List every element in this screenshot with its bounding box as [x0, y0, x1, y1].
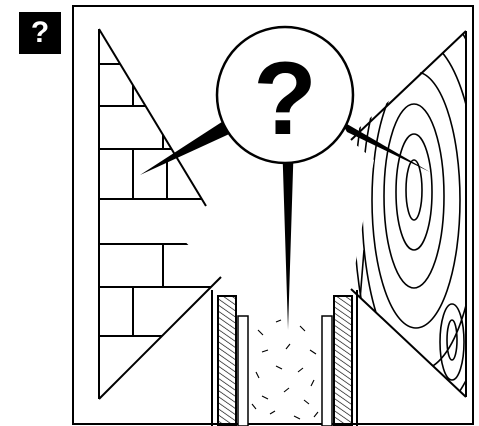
insulated-cavity-wall-icon [211, 290, 358, 426]
question-badge-icon: ? [19, 12, 61, 54]
connector-spikes [140, 118, 430, 330]
question-mark-circle-icon: ? [215, 25, 355, 165]
center-question-mark: ? [253, 41, 317, 157]
